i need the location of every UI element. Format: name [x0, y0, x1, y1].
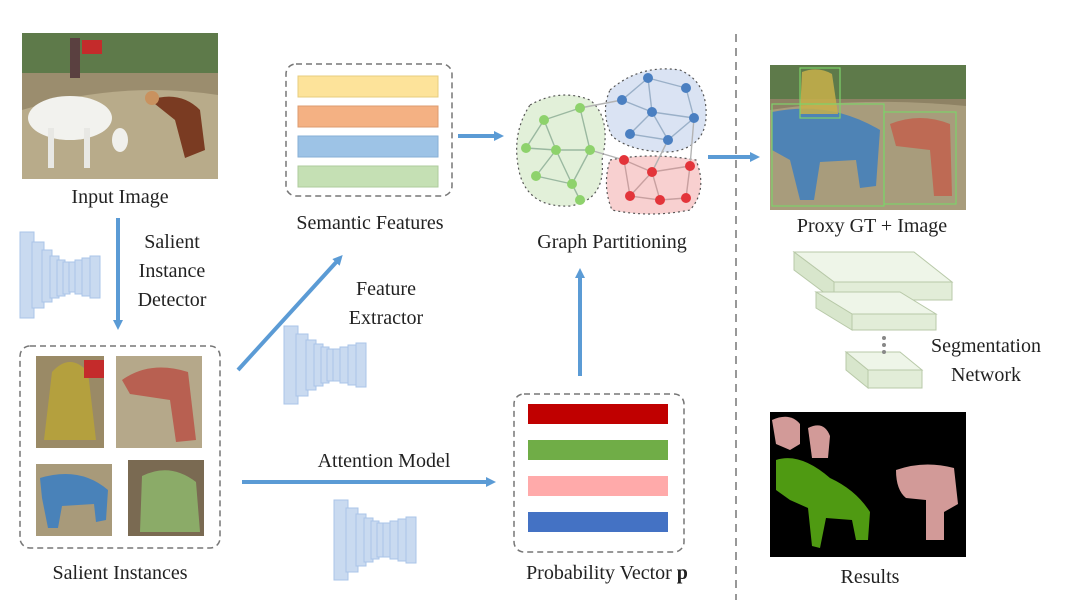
graph-node: [575, 103, 585, 113]
attention-model-label: Attention Model: [318, 450, 451, 472]
segmentation-network-label-line1: Segmentation: [931, 335, 1041, 357]
graph-node: [663, 135, 673, 145]
results-label: Results: [841, 566, 900, 588]
segmentation-network-label-line2: Network: [951, 364, 1021, 386]
graph-node: [617, 95, 627, 105]
probability-bar: [528, 512, 668, 532]
proxy-gt-image: [770, 65, 966, 210]
graph-node: [685, 161, 695, 171]
graph-node: [681, 193, 691, 203]
input-image: [22, 33, 218, 179]
graph-node: [689, 113, 699, 123]
detector-label-line2: Instance: [139, 260, 206, 282]
attention-network-icon: [333, 499, 417, 581]
graph-partitioning: [516, 68, 707, 215]
arrow-instances-to-features: [236, 255, 343, 372]
probability-bar: [528, 476, 668, 496]
graph-node: [539, 115, 549, 125]
semantic-features-box: [285, 63, 453, 197]
graph-node: [551, 145, 561, 155]
proxy-gt-label: Proxy GT + Image: [797, 215, 947, 237]
graph-node: [585, 145, 595, 155]
graph-node: [575, 195, 585, 205]
probability-vector-label: Probability Vector p: [526, 562, 688, 584]
feature-bar: [297, 165, 439, 188]
graph-node: [681, 83, 691, 93]
feature-extractor-label-line1: Feature: [356, 278, 416, 300]
graph-node: [625, 129, 635, 139]
graph-partitioning-label: Graph Partitioning: [537, 231, 686, 253]
feature-extractor-network-icon: [283, 325, 367, 405]
graph-node: [531, 171, 541, 181]
feature-bar: [297, 75, 439, 98]
probability-vector-box: [513, 393, 685, 553]
detector-network-icon: [19, 231, 101, 319]
salient-instances-box: [19, 345, 221, 549]
ellipsis-icon: [882, 336, 886, 354]
graph-node: [647, 107, 657, 117]
graph-node: [643, 73, 653, 83]
instance-thumbnail: [36, 356, 104, 448]
instance-thumbnail: [36, 464, 112, 536]
feature-bar: [297, 135, 439, 158]
graph-node: [647, 167, 657, 177]
instance-thumbnail: [116, 356, 202, 448]
input-image-label: Input Image: [71, 186, 168, 208]
feature-bar: [297, 105, 439, 128]
graph-node: [625, 191, 635, 201]
semantic-features-label: Semantic Features: [296, 212, 443, 234]
detector-label-line3: Detector: [138, 289, 207, 311]
segmentation-network-icon: [792, 251, 954, 390]
detector-label-line1: Salient: [144, 231, 200, 253]
graph-node: [521, 143, 531, 153]
feature-extractor-label-line2: Extractor: [349, 307, 424, 329]
graph-node: [655, 195, 665, 205]
probability-bar: [528, 440, 668, 460]
graph-node: [619, 155, 629, 165]
graph-node: [567, 179, 577, 189]
results-mask: [770, 412, 966, 557]
instance-thumbnail: [128, 460, 204, 536]
probability-bar: [528, 404, 668, 424]
salient-instances-label: Salient Instances: [53, 562, 188, 584]
